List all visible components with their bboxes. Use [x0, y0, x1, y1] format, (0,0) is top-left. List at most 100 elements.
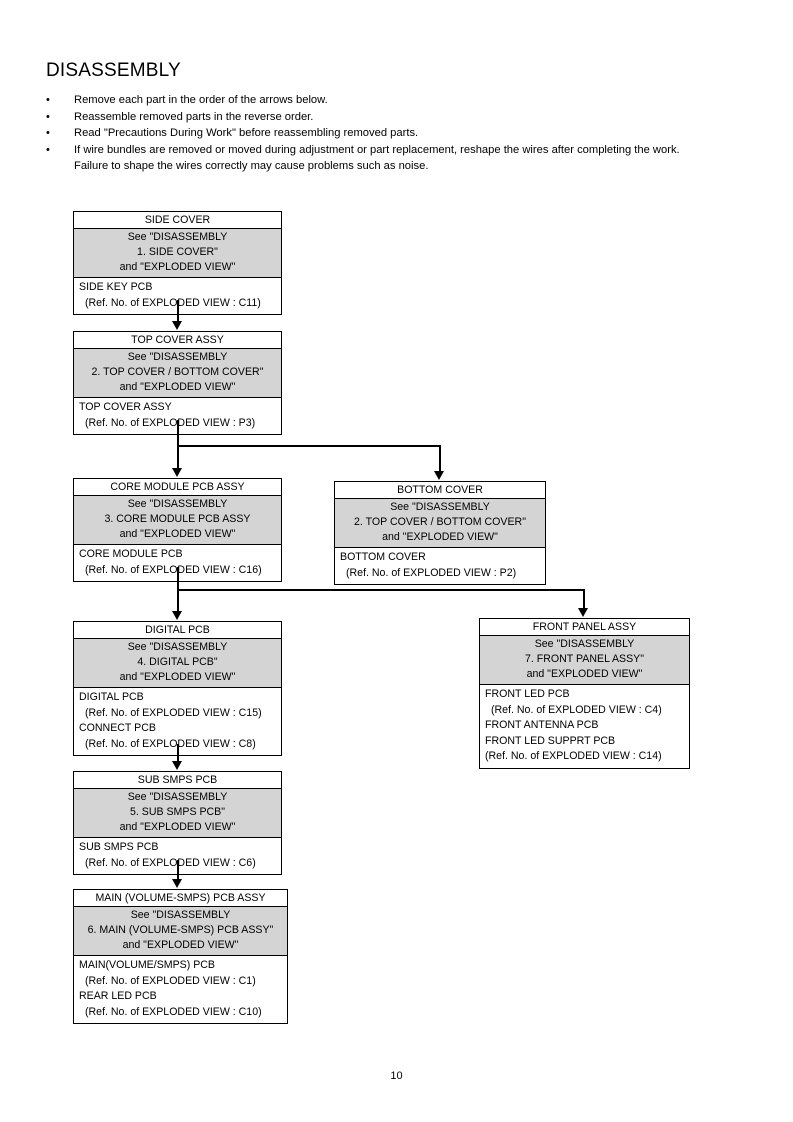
box-title: SIDE COVER: [144, 214, 211, 226]
part-name: TOP COVER ASSY: [79, 401, 172, 413]
box-title: MAIN (VOLUME-SMPS) PCB ASSY: [95, 892, 266, 904]
reference-line: and "EXPLODED VIEW": [119, 528, 236, 540]
list-item: • Remove each part in the order of the a…: [46, 92, 706, 109]
instruction-list: • Remove each part in the order of the a…: [46, 92, 706, 175]
part-name: MAIN(VOLUME/SMPS) PCB: [79, 959, 215, 971]
connector-core-module-trunk: [177, 567, 179, 589]
reference-line: See "DISASSEMBLY: [127, 641, 228, 653]
box-title: CORE MODULE PCB ASSY: [110, 481, 245, 493]
box-title: BOTTOM COVER: [397, 484, 483, 496]
connector-to-core-module: [177, 445, 179, 469]
reference-line: and "EXPLODED VIEW": [119, 261, 236, 273]
part-name: BOTTOM COVER: [340, 551, 426, 563]
list-item: • Read "Precautions During Work" before …: [46, 125, 706, 142]
box-reference-section: See "DISASSEMBLY 4. DIGITAL PCB" and "EX…: [74, 638, 281, 688]
connector-to-front-panel: [583, 589, 585, 609]
part-reference: (Ref. No. of EXPLODED VIEW : P3): [85, 416, 256, 429]
bullet-icon: •: [46, 127, 50, 139]
part-reference: (Ref. No. of EXPLODED VIEW : C1): [85, 974, 256, 987]
reference-line: and "EXPLODED VIEW": [526, 668, 643, 680]
flow-box-core-module-pcb-assy: CORE MODULE PCB ASSY See "DISASSEMBLY 3.…: [73, 478, 282, 582]
instruction-text: If wire bundles are removed or moved dur…: [74, 143, 680, 173]
connector-to-bottom-cover: [439, 445, 441, 472]
part-name: SUB SMPS PCB: [79, 841, 159, 853]
reference-line: 5. SUB SMPS PCB": [129, 806, 225, 818]
reference-line: 4. DIGITAL PCB": [137, 656, 218, 668]
flow-box-digital-pcb: DIGITAL PCB See "DISASSEMBLY 4. DIGITAL …: [73, 621, 282, 756]
box-parts-section: MAIN(VOLUME/SMPS) PCB (Ref. No. of EXPLO…: [74, 956, 287, 1023]
flow-box-front-panel-assy: FRONT PANEL ASSY See "DISASSEMBLY 7. FRO…: [479, 618, 690, 769]
part-name: REAR LED PCB: [79, 990, 157, 1002]
reference-line: 6. MAIN (VOLUME-SMPS) PCB ASSY": [87, 924, 274, 936]
part-reference: (Ref. No. of EXPLODED VIEW : C15): [85, 706, 262, 719]
box-reference-section: See "DISASSEMBLY 7. FRONT PANEL ASSY" an…: [480, 635, 689, 685]
reference-line: 2. TOP COVER / BOTTOM COVER": [354, 516, 526, 528]
box-reference-section: See "DISASSEMBLY 2. TOP COVER / BOTTOM C…: [335, 498, 545, 548]
part-reference: (Ref. No. of EXPLODED VIEW : C11): [85, 296, 261, 309]
reference-line: and "EXPLODED VIEW": [119, 671, 236, 683]
box-reference-section: See "DISASSEMBLY 3. CORE MODULE PCB ASSY…: [74, 495, 281, 545]
reference-line: See "DISASSEMBLY: [130, 909, 231, 921]
reference-line: and "EXPLODED VIEW": [119, 381, 236, 393]
part-name: DIGITAL PCB: [79, 691, 144, 703]
reference-line: and "EXPLODED VIEW": [119, 821, 236, 833]
arrowhead-icon: [578, 608, 588, 617]
part-name: FRONT ANTENNA PCB: [485, 719, 599, 731]
page-number: 10: [390, 1070, 403, 1082]
part-name: FRONT LED SUPPRT PCB: [485, 734, 616, 747]
bullet-icon: •: [46, 94, 50, 106]
connector-core-module-branch: [177, 589, 585, 591]
connector-digital-to-sub-smps: [177, 744, 179, 765]
part-reference: (Ref. No. of EXPLODED VIEW : C14): [485, 750, 662, 762]
instruction-text: Reassemble removed parts in the reverse …: [74, 110, 314, 123]
reference-line: See "DISASSEMBLY: [127, 791, 228, 803]
connector-top-cover-trunk: [177, 420, 179, 445]
list-item: • If wire bundles are removed or moved d…: [46, 142, 706, 175]
box-parts-section: FRONT LED PCB (Ref. No. of EXPLODED VIEW…: [480, 685, 689, 768]
reference-line: See "DISASSEMBLY: [127, 498, 228, 510]
reference-line: 2. TOP COVER / BOTTOM COVER": [91, 366, 264, 378]
box-title: SUB SMPS PCB: [137, 774, 218, 786]
flow-box-bottom-cover: BOTTOM COVER See "DISASSEMBLY 2. TOP COV…: [334, 481, 546, 585]
part-reference: (Ref. No. of EXPLODED VIEW : C10): [85, 1005, 262, 1018]
part-reference: (Ref. No. of EXPLODED VIEW : C16): [85, 563, 262, 576]
flow-box-sub-smps-pcb: SUB SMPS PCB See "DISASSEMBLY 5. SUB SMP…: [73, 771, 282, 875]
part-name: FRONT LED PCB: [485, 688, 570, 700]
list-item: • Reassemble removed parts in the revers…: [46, 109, 706, 126]
box-title: TOP COVER ASSY: [131, 334, 224, 346]
connector-sub-smps-to-main: [177, 860, 179, 882]
box-reference-section: See "DISASSEMBLY 1. SIDE COVER" and "EXP…: [74, 228, 281, 278]
page-title: DISASSEMBLY: [46, 60, 181, 81]
arrowhead-icon: [434, 471, 444, 480]
bullet-icon: •: [46, 143, 50, 156]
arrowhead-icon: [172, 468, 182, 477]
arrowhead-icon: [172, 879, 182, 888]
reference-line: See "DISASSEMBLY: [534, 638, 635, 650]
flow-box-top-cover-assy: TOP COVER ASSY See "DISASSEMBLY 2. TOP C…: [73, 331, 282, 435]
connector-side-cover-to-top-cover: [177, 300, 179, 322]
part-name: CORE MODULE PCB: [79, 548, 183, 560]
arrowhead-icon: [172, 761, 182, 770]
box-parts-section: CORE MODULE PCB (Ref. No. of EXPLODED VI…: [74, 545, 281, 581]
box-reference-section: See "DISASSEMBLY 5. SUB SMPS PCB" and "E…: [74, 788, 281, 838]
connector-top-cover-branch: [177, 445, 441, 447]
box-title: DIGITAL PCB: [145, 624, 210, 636]
reference-line: 7. FRONT PANEL ASSY": [525, 653, 644, 665]
part-reference: (Ref. No. of EXPLODED VIEW : P2): [346, 566, 517, 579]
connector-to-digital-pcb: [177, 589, 179, 612]
reference-line: See "DISASSEMBLY: [127, 351, 228, 363]
reference-line: See "DISASSEMBLY: [390, 501, 490, 513]
part-reference: (Ref. No. of EXPLODED VIEW : C8): [85, 737, 256, 750]
part-name: SIDE KEY PCB: [79, 281, 153, 293]
part-reference: (Ref. No. of EXPLODED VIEW : C4): [491, 703, 662, 716]
part-reference: (Ref. No. of EXPLODED VIEW : C6): [85, 856, 256, 869]
box-title: FRONT PANEL ASSY: [532, 621, 637, 633]
box-parts-section: BOTTOM COVER (Ref. No. of EXPLODED VIEW …: [335, 548, 545, 584]
box-reference-section: See "DISASSEMBLY 6. MAIN (VOLUME-SMPS) P…: [74, 906, 287, 956]
reference-line: 1. SIDE COVER": [137, 246, 218, 258]
reference-line: 3. CORE MODULE PCB ASSY: [104, 513, 251, 525]
reference-line: See "DISASSEMBLY: [127, 231, 228, 243]
flow-box-main-volume-smps-pcb-assy: MAIN (VOLUME-SMPS) PCB ASSY See "DISASSE…: [73, 889, 288, 1024]
instruction-text: Read "Precautions During Work" before re…: [74, 127, 419, 139]
arrowhead-icon: [172, 611, 182, 620]
